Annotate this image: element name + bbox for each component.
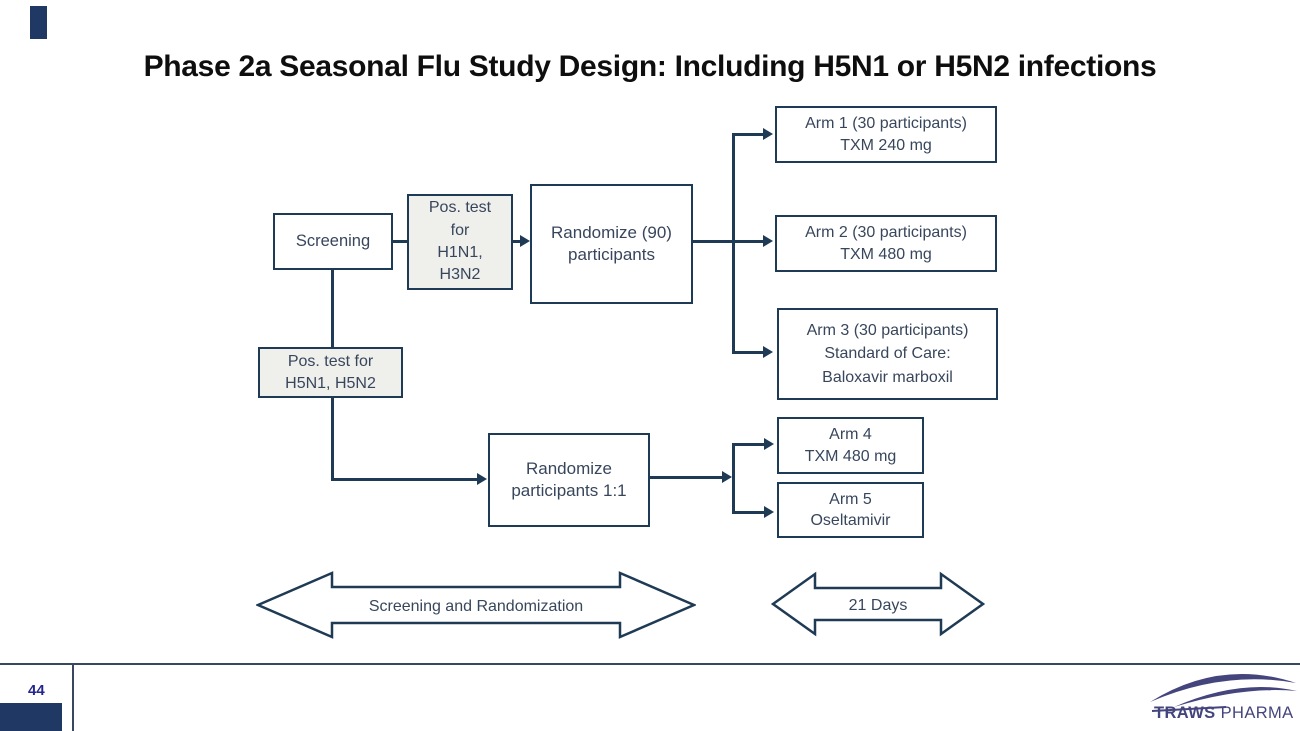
connector-line: [732, 133, 735, 354]
connector-line: [391, 240, 409, 243]
flow-box-pos-test-h1n1-h3n2: Pos. test for H1N1, H3N2: [407, 194, 513, 290]
flow-box-screening: Screening: [273, 213, 393, 270]
flow-box-line: Arm 5: [829, 490, 872, 508]
connector-line: [732, 443, 765, 446]
arrowhead-icon: [722, 471, 732, 483]
arrowhead-icon: [763, 346, 773, 358]
flow-box-arm-4: Arm 4 TXM 480 mg: [777, 417, 924, 474]
flow-box-line: Baloxavir marboxil: [822, 368, 953, 386]
connector-line: [511, 240, 522, 243]
connector-line: [732, 133, 764, 136]
timeline-arrow-21-days: 21 Days: [771, 571, 985, 637]
bottom-left-accent-bar: [0, 703, 62, 731]
flow-box-line: Screening: [295, 231, 371, 250]
flow-box-randomize-1-1: Randomize participants 1:1: [488, 433, 650, 527]
connector-line: [331, 478, 478, 481]
flow-box-line: H5N1, H5N2: [285, 374, 376, 392]
double-arrow-shape: [256, 571, 696, 639]
flow-box-randomize-90: Randomize (90) participants: [530, 184, 693, 304]
connector-line: [691, 240, 764, 243]
logo-text: TRAWS PHARMA: [1154, 704, 1294, 722]
slide-title: Phase 2a Seasonal Flu Study Design: Incl…: [143, 50, 1157, 83]
flow-box-line: participants: [568, 245, 655, 264]
logo-brand-bold: TRAWS: [1154, 704, 1216, 722]
arrowhead-icon: [764, 438, 774, 450]
arrowhead-icon: [764, 506, 774, 518]
arrowhead-icon: [477, 473, 487, 485]
flow-box-line: Pos. test for: [287, 352, 374, 370]
connector-line: [732, 444, 735, 514]
flow-box-line: H1N1,: [437, 244, 483, 261]
connector-line: [732, 351, 764, 354]
connector-line: [649, 476, 723, 479]
flow-box-line: Arm 1 (30 participants): [805, 115, 967, 133]
double-arrow-shape: [771, 571, 985, 637]
flow-box-arm-5: Arm 5 Oseltamivir: [777, 482, 924, 538]
flow-box-line: Arm 4: [829, 426, 872, 444]
page-number: 44: [28, 682, 45, 699]
connector-line: [732, 511, 765, 514]
arrowhead-icon: [763, 235, 773, 247]
flow-box-arm-1: Arm 1 (30 participants) TXM 240 mg: [775, 106, 997, 163]
flow-box-line: for: [450, 221, 470, 239]
flow-box-line: Randomize (90): [551, 222, 672, 242]
flow-box-line: Standard of Care:: [824, 345, 951, 363]
flow-box-line: Arm 2 (30 participants): [805, 224, 967, 242]
footer-vertical-divider: [72, 663, 74, 731]
arrowhead-icon: [763, 128, 773, 140]
logo-wave-icon: [1174, 686, 1297, 707]
flow-box-arm-3: Arm 3 (30 participants) Standard of Care…: [777, 308, 998, 400]
traws-pharma-logo: TRAWS PHARMA: [1150, 673, 1297, 722]
logo-wave-icon: [1150, 673, 1296, 702]
flow-box-line: H3N2: [439, 266, 481, 284]
top-left-accent-bar: [30, 6, 47, 39]
flow-box-arm-2: Arm 2 (30 participants) TXM 480 mg: [775, 215, 997, 272]
timeline-arrow-label: 21 Days: [849, 597, 908, 614]
flow-box-line: TXM 480 mg: [804, 447, 897, 465]
flow-box-pos-test-h5n1-h5n2: Pos. test for H5N1, H5N2: [258, 347, 403, 398]
flow-box-line: TXM 480 mg: [840, 245, 932, 263]
arrowhead-icon: [520, 235, 530, 247]
logo-brand-light: PHARMA: [1221, 704, 1294, 722]
timeline-arrow-label: Screening and Randomization: [369, 598, 583, 615]
flow-box-line: participants 1:1: [511, 481, 627, 500]
flow-box-line: Oseltamivir: [810, 512, 891, 529]
timeline-arrow-screening-randomization: Screening and Randomization: [256, 571, 696, 639]
footer-divider: [0, 663, 1300, 665]
flow-box-line: TXM 240 mg: [840, 136, 932, 154]
flow-box-line: Pos. test: [428, 199, 492, 217]
logo-wave-icon: [1151, 706, 1227, 712]
flow-box-line: Arm 3 (30 participants): [806, 322, 969, 340]
flow-box-line: Randomize: [526, 458, 612, 478]
